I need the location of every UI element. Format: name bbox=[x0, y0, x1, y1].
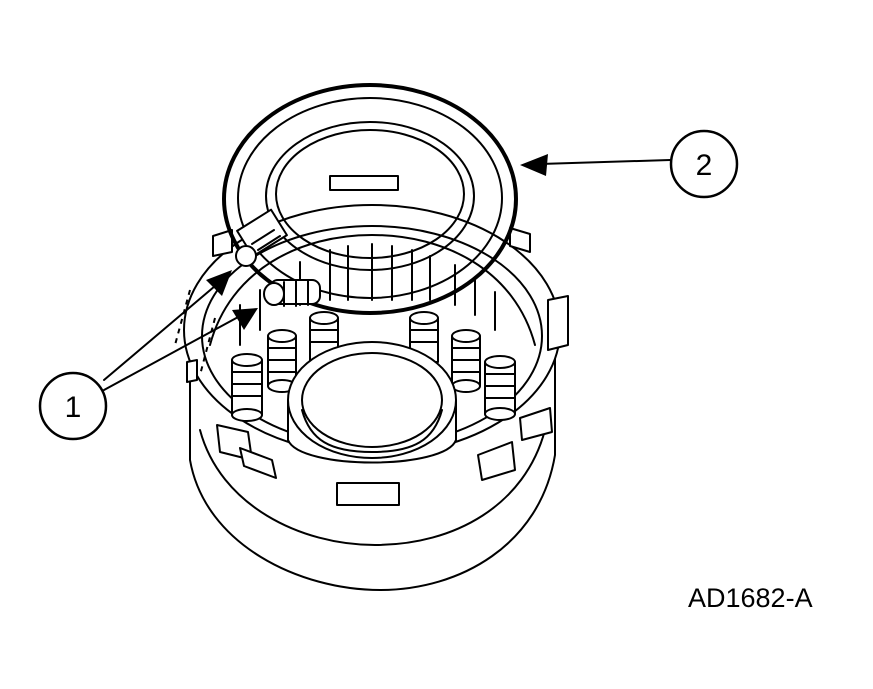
leader-lines bbox=[103, 154, 671, 391]
drum-lugs bbox=[186, 175, 569, 506]
spring-right-inner bbox=[451, 329, 481, 393]
right-lug bbox=[519, 407, 553, 441]
leader-1b bbox=[103, 315, 241, 391]
upper-ring-end bbox=[235, 208, 288, 267]
spring-center-left bbox=[309, 311, 339, 363]
right-side-lug bbox=[547, 295, 569, 351]
spring-left-inner bbox=[267, 329, 297, 393]
front-lug bbox=[336, 482, 400, 506]
callout-2: 2 bbox=[669, 129, 739, 199]
figure-id-label: AD1682-A bbox=[688, 583, 813, 613]
clutch-springs bbox=[231, 311, 516, 422]
leader-2 bbox=[539, 159, 671, 165]
right-lower-lug bbox=[477, 441, 516, 481]
arrowhead-2 bbox=[520, 154, 548, 176]
callout-2-number: 2 bbox=[696, 149, 713, 182]
spring-left-outer bbox=[231, 353, 263, 422]
left-lower-lug bbox=[239, 447, 277, 479]
arrowhead-1a bbox=[206, 270, 232, 296]
callout-1-number: 1 bbox=[65, 391, 82, 424]
lower-ring-end bbox=[263, 279, 321, 307]
rear-lug bbox=[329, 175, 399, 191]
rear-left-lug bbox=[212, 229, 233, 257]
spring-right-outer bbox=[484, 355, 516, 421]
callout-1: 1 bbox=[38, 371, 108, 441]
left-side-lug bbox=[186, 359, 198, 383]
rear-right-lug bbox=[509, 227, 531, 253]
leader-1a bbox=[103, 285, 216, 381]
center-hub bbox=[287, 341, 457, 464]
snap-ring bbox=[222, 83, 518, 315]
ring-end-pins bbox=[235, 208, 321, 307]
arrowhead-1b bbox=[232, 308, 258, 330]
